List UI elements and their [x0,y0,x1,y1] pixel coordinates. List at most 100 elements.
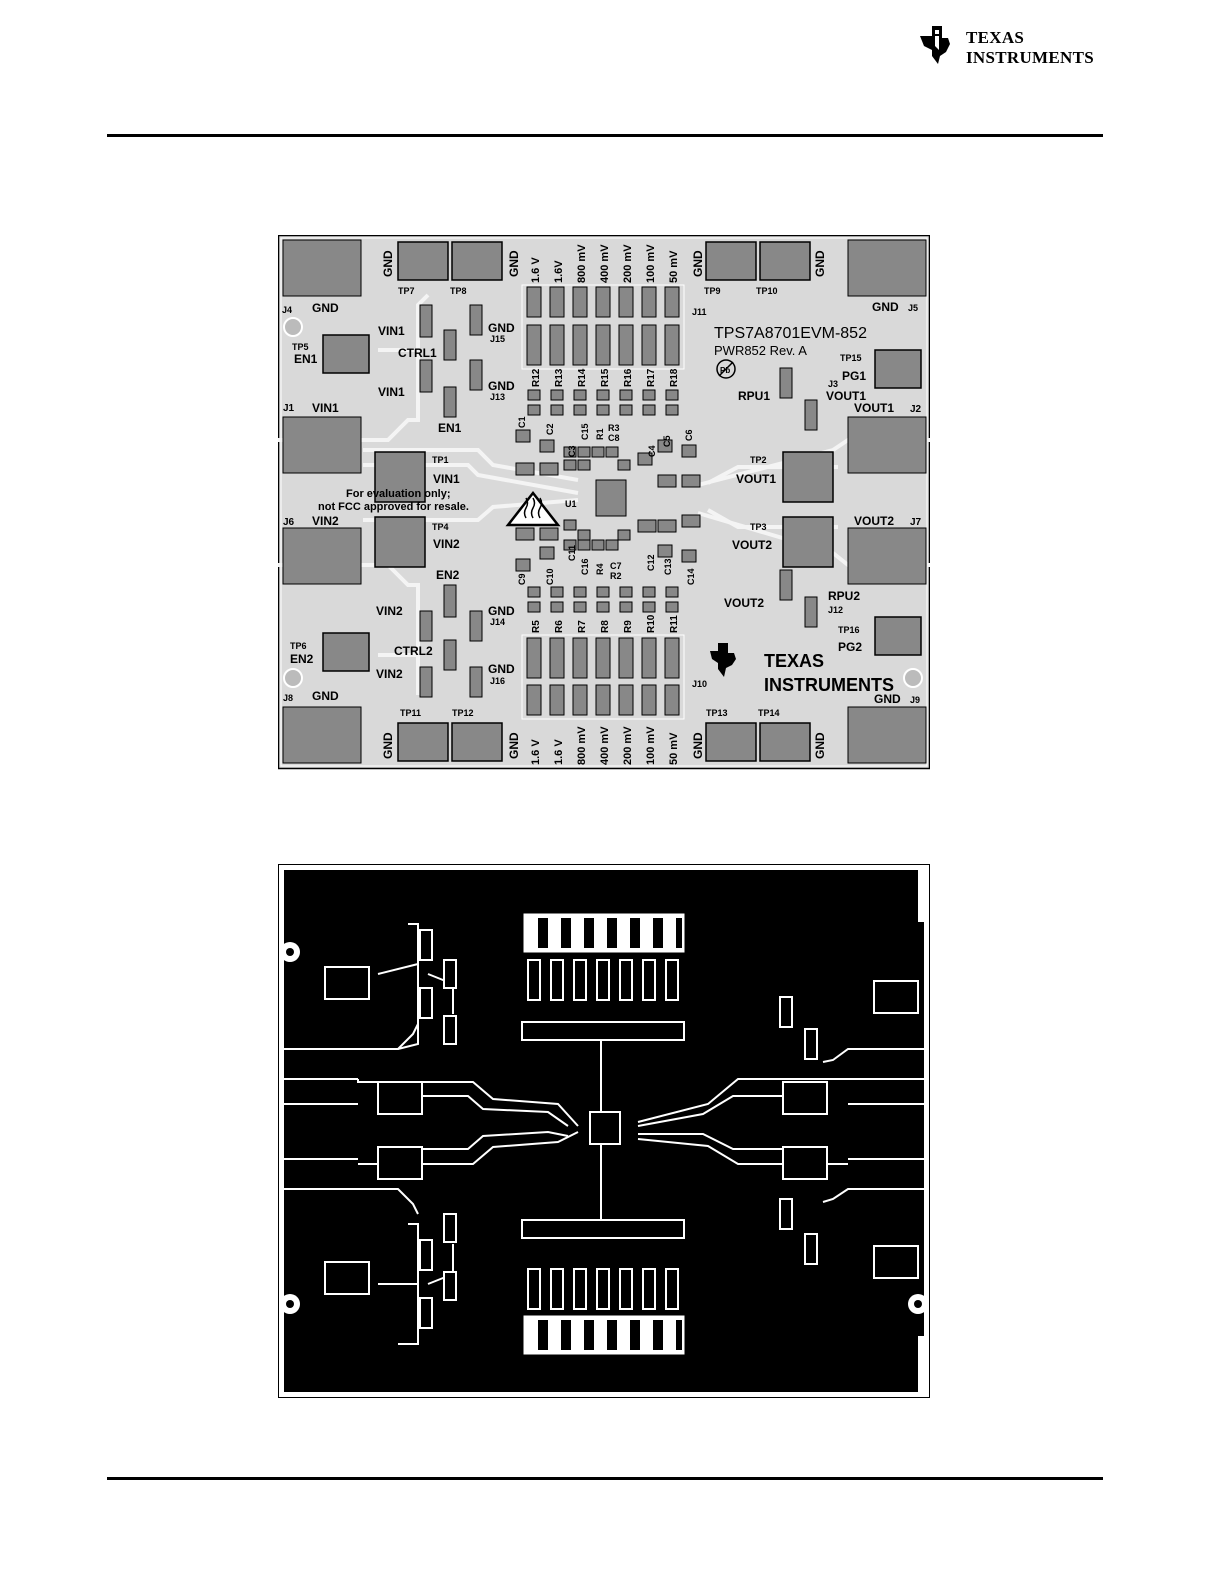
cap-label: C2 [545,423,555,435]
cap-label: R3 [608,423,620,433]
tp5-label: TP5 [292,342,309,352]
tp9-label: TP9 [704,286,721,296]
bottom-voltage-label: 1.6 V [553,739,565,765]
cap-label: R4 [595,563,605,575]
warning-line1: For evaluation only; [346,488,451,500]
resistor-label: R9 [623,620,634,633]
top-voltage-label: 1.6V [553,260,565,283]
resistor-label: R10 [646,614,657,633]
tp1-label: TP1 [432,455,449,465]
resistor-label: R8 [600,620,611,633]
label-j14: J14 [490,617,505,627]
resistor-label: R5 [531,620,542,633]
bottom-voltage-label: 100 mV [645,726,657,765]
copper-layer-figure [278,864,930,1400]
net-vout1-tp2: VOUT1 [736,472,776,486]
top-voltage-label: 1.6 V [530,257,542,283]
resistor-label: R15 [600,368,611,387]
label-j4: J4 [282,305,292,315]
net-vout1-j3: VOUT1 [826,389,866,403]
cap-label: C1 [517,416,527,428]
label-u1: U1 [565,499,577,509]
warning-line2: not FCC approved for resale. [318,501,469,513]
logo-line2: INSTRUMENTS [966,48,1094,67]
net-vin1-j15: VIN1 [378,324,405,338]
gnd-label-j8: GND [312,689,339,703]
lead-free-icon: Pb [716,359,736,379]
cap-label: C14 [686,568,696,585]
hot-surface-icon [505,490,561,527]
gnd-label-j16: GND [488,662,515,676]
gnd-label-j5: GND [872,300,899,314]
net-vout1-j2: VOUT1 [854,401,894,415]
cap-label: C12 [646,554,656,571]
tp2-label: TP2 [750,455,767,465]
tp13-label: TP13 [706,708,728,718]
net-rpu1: RPU1 [738,389,770,403]
ti-logo: TEXAS INSTRUMENTS [918,22,1108,74]
resistor-label: R13 [554,368,565,387]
cap-label: C6 [684,429,694,441]
gnd-label-j15: GND [488,321,515,335]
gnd-label-j14: GND [488,604,515,618]
cap-label: C13 [663,558,673,575]
bottom-voltage-label: 1.6 V [530,739,542,765]
net-vin1-j1: VIN1 [312,401,339,415]
tp7-label: TP7 [398,286,415,296]
label-j1: J1 [283,403,295,414]
net-pg1: PG1 [842,369,866,383]
ti-logo-icon [920,26,950,64]
net-vin1-tp1: VIN1 [433,472,460,486]
label-j10: J10 [692,679,707,689]
net-rpu2: RPU2 [828,589,860,603]
net-en2-tp6: EN2 [290,652,314,666]
label-j13: J13 [490,392,505,402]
tp6-label: TP6 [290,641,307,651]
resistor-label: R17 [646,368,657,387]
gnd-rot-tp11: GND [381,732,395,759]
cap-label: C3 [567,445,577,457]
gnd-rot-tp12: GND [507,732,521,759]
silkscreen-ti-logo-icon [710,643,736,677]
gnd-rot-tp13: GND [691,732,705,759]
tp4-label: TP4 [432,522,449,532]
footer-rule [107,1477,1103,1480]
net-vout2-j7: VOUT2 [854,514,894,528]
net-en2: EN2 [436,568,460,582]
cap-label: C11 [567,545,577,561]
bottom-voltage-label: 200 mV [622,726,634,765]
top-voltage-label: 400 mV [599,244,611,283]
label-j11: J11 [692,307,707,317]
resistor-label: R12 [531,368,542,387]
label-j15: J15 [490,334,505,344]
cap-label: C16 [580,558,590,575]
top-voltage-label: 800 mV [576,244,588,283]
cap-label: C8 [608,433,620,443]
resistor-label: R14 [577,368,588,387]
label-j2: J2 [910,404,922,415]
resistor-label: R16 [623,368,634,387]
cap-label: C4 [647,445,657,457]
tp11-label: TP11 [400,708,421,718]
top-voltage-label: 200 mV [622,244,634,283]
resistor-label: R18 [669,368,680,387]
gnd-rot-tp7: GND [381,250,395,277]
gnd-rot-tp9: GND [691,250,705,277]
net-vin1-j13: VIN1 [378,385,405,399]
tp15-label: TP15 [840,353,862,363]
bottom-voltage-label: 400 mV [599,726,611,765]
label-j5: J5 [908,303,918,313]
label-j8: J8 [283,693,293,703]
cap-label: R2 [610,571,622,581]
gnd-label-j9: GND [874,692,901,706]
label-j7: J7 [910,517,922,528]
label-j16: J16 [490,676,505,686]
resistor-label: R7 [577,620,588,633]
tp8-label: TP8 [450,286,467,296]
label-j3: J3 [828,379,838,389]
silkscreen-logo-line1: TEXAS [764,651,824,671]
net-vin2-j14: VIN2 [376,604,403,618]
header-rule [107,134,1103,137]
board-title: TPS7A8701EVM-852 [714,325,867,342]
bottom-voltage-label: 50 mV [668,732,680,765]
